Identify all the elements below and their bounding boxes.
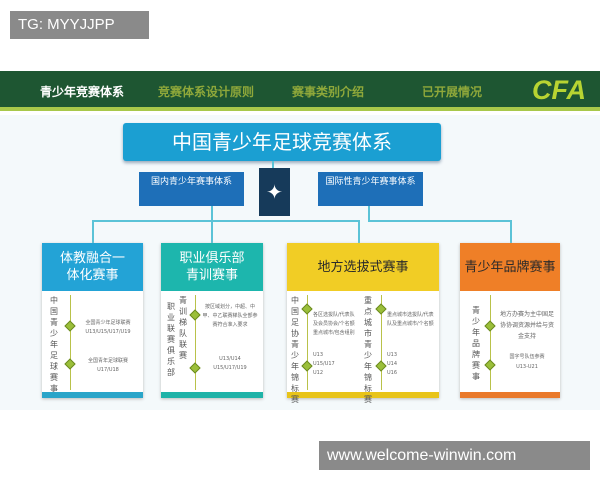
watermark-bottom: www.welcome-winwin.com [319, 441, 590, 470]
diamond-bullet-icon [189, 362, 201, 374]
item: 国字号队伍参赛 [509, 354, 545, 360]
item: U15/U17 [313, 361, 335, 367]
vertical-label: 重点城市青少年锦标赛 [364, 296, 372, 404]
cfa-logo: CFA [532, 75, 586, 105]
diagram-area: 中国青少年足球竞赛体系 国内青少年赛事体系 ✦ 国际性青少年赛事体系 体教融合一… [0, 115, 600, 410]
diamond-bullet-icon [64, 320, 76, 332]
connector [510, 220, 512, 243]
item: U13/U14 [219, 356, 241, 362]
nav-tab-principles[interactable]: 竞赛体系设计原则 [158, 85, 255, 99]
vertical-label: 中国青少年足球赛事 [50, 296, 58, 393]
vertical-label: 青少年品牌赛事 [472, 306, 480, 381]
connector [211, 206, 213, 221]
diagram-title: 中国青少年足球竞赛体系 [123, 123, 441, 161]
connector [211, 220, 213, 243]
item: 全国青年足球联赛 [87, 358, 128, 364]
diamond-bullet-icon [484, 320, 496, 332]
timeline [195, 295, 196, 390]
diamond-bullet-icon [189, 309, 201, 321]
card-title: 青少年品牌赛事 [460, 243, 560, 291]
item: U14 [387, 361, 398, 367]
international-branch: 国际性青少年赛事体系 [318, 172, 423, 206]
timeline [490, 295, 491, 390]
item: U12 [313, 370, 324, 376]
diamond-bullet-icon [484, 359, 496, 371]
timeline [307, 295, 308, 390]
connector [92, 220, 94, 243]
card-title: 体教融合一体化赛事 [42, 243, 143, 291]
card-brand: 青少年品牌赛事 青少年品牌赛事 地方办赛为主中国足协协调资源并给与资金支持 国字… [460, 243, 560, 398]
nav-tab-status[interactable]: 已开展情况 [422, 85, 483, 99]
item: 重点城市选拔队/代表队及重点城市/个名额 [387, 312, 434, 327]
item: U16 [387, 370, 398, 376]
diamond-bullet-icon [375, 360, 387, 372]
domestic-branch: 国内青少年赛事体系 [139, 172, 244, 206]
item: U13-U21 [516, 364, 538, 370]
connector [368, 206, 370, 221]
card-title: 地方选拔式赛事 [287, 243, 439, 291]
item: 各区选拔队/代表队及会员协会/个名额重点城市/包含组别 [313, 312, 355, 336]
connector [368, 220, 512, 222]
card-regional: 地方选拔式赛事 中国足协青少年锦标赛 各区选拔队/代表队及会员协会/个名额重点城… [287, 243, 439, 404]
vertical-label: 职业联赛俱乐部 [167, 302, 175, 377]
nav-tab-system[interactable]: 青少年竞赛体系 [40, 85, 125, 99]
connector [358, 220, 360, 243]
item: 全国青少年足球联赛 [85, 320, 131, 326]
card-club: 职业俱乐部青训赛事 职业联赛俱乐部 青训梯队联赛 按区域划分，中超、中甲、中乙联… [161, 243, 263, 398]
top-nav-bar: 青少年竞赛体系 竞赛体系设计原则 赛事类别介绍 已开展情况 CFA [0, 71, 600, 111]
item: U13 [313, 352, 324, 358]
timeline [70, 295, 71, 390]
vertical-label: 青训梯队联赛 [179, 296, 187, 360]
card-integrated: 体教融合一体化赛事 中国青少年足球赛事 全国青少年足球联赛 U13/U15/U1… [42, 243, 143, 398]
connector [272, 161, 274, 169]
item: U13/U15/U17/U19 [85, 329, 131, 335]
item: U13 [387, 352, 398, 358]
card-title: 职业俱乐部青训赛事 [161, 243, 263, 291]
item: 地方办赛为主中国足协协调资源并给与资金支持 [499, 311, 554, 340]
diamond-bullet-icon [375, 303, 387, 315]
vertical-label: 中国足协青少年锦标赛 [291, 296, 299, 404]
item: U17/U18 [97, 367, 119, 373]
diamond-bullet-icon [64, 358, 76, 370]
item: U15/U17/U19 [213, 365, 247, 371]
diamond-bullet-icon [301, 360, 313, 372]
timeline [381, 295, 382, 390]
nav-tab-categories[interactable]: 赛事类别介绍 [292, 85, 365, 99]
item: 按区域划分，中超、中甲、中乙联赛梯队全部参赛符合准入要求 [202, 304, 258, 328]
diamond-bullet-icon [301, 303, 313, 315]
watermark-top: TG: MYYJJPP [10, 11, 149, 39]
connector [92, 220, 359, 222]
star-diamond-icon: ✦ [259, 168, 290, 216]
